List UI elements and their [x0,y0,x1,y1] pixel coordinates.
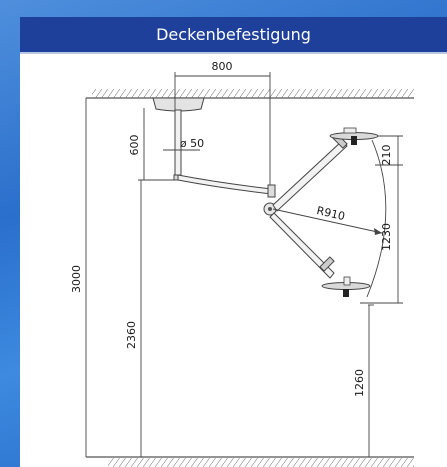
dim-lamp-floor: 1260 [353,369,366,397]
ceiling-mount-plate [152,97,205,112]
dim-lamp-travel: 1230 [380,223,393,251]
dim-joint-height: 2360 [125,321,138,349]
radius-arc [272,139,387,298]
dim-lamp-top: 210 [380,145,393,166]
dim-total-height: 3000 [70,265,83,293]
dimension-lines [85,72,403,457]
upper-spring-arm [272,133,348,212]
dim-radius: R910 [315,204,346,223]
lower-spring-arm [269,212,335,279]
dim-mount-height: 600 [128,135,141,156]
lower-lamp-head [321,276,371,297]
arm-joint [263,184,277,216]
ceiling [86,89,414,99]
floor [86,456,414,467]
dim-tube-diameter: ø 50 [180,137,204,150]
page-title: Deckenbefestigung [20,17,447,54]
drawing-frame: Deckenbefestigung [20,17,447,467]
ceiling-mount-diagram: 800 600 ø 50 210 R910 1230 3000 2360 126… [70,60,414,467]
dim-arm-offset: 800 [212,60,233,73]
horizontal-arm [177,174,273,195]
